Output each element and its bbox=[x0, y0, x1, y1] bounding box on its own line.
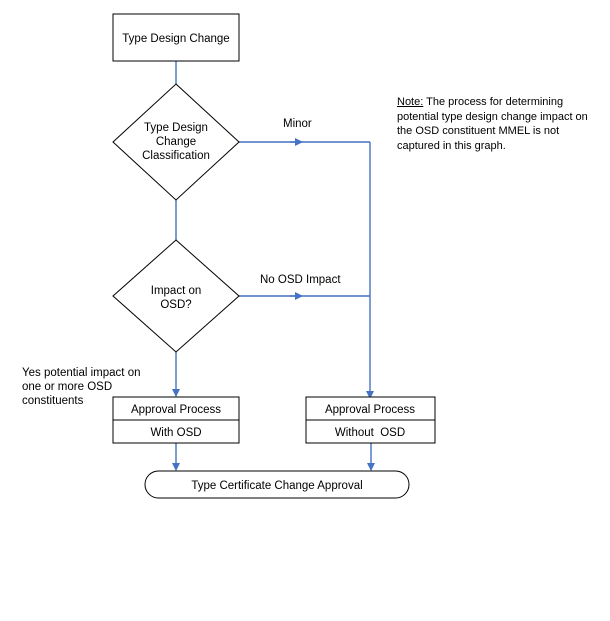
approval-without-osd-title: Approval Process bbox=[325, 404, 415, 416]
edge-label-yes-line-1: Yes potential impact on bbox=[22, 367, 141, 379]
node-classification-decision: Type Design Change Classification bbox=[112, 83, 240, 201]
edge-label-no-osd-impact: No OSD Impact bbox=[260, 274, 341, 286]
node-approval-with-osd: Approval Process With OSD bbox=[112, 396, 240, 444]
classification-label-line-2: Change bbox=[156, 136, 196, 148]
impact-label-line-2: OSD? bbox=[160, 299, 191, 311]
edge-label-minor: Minor bbox=[283, 118, 312, 130]
edge-label-yes-line-2: one or more OSD bbox=[22, 381, 112, 393]
edge-label-yes-line-3: constituents bbox=[22, 395, 84, 407]
note-annotation: Note: The process for determining potent… bbox=[397, 95, 597, 153]
node-impact-osd-decision: Impact on OSD? bbox=[112, 239, 240, 353]
tc-change-approval-label: Type Certificate Change Approval bbox=[191, 480, 362, 492]
note-label: Note: bbox=[397, 96, 424, 108]
node-type-design-change: Type Design Change bbox=[112, 13, 240, 62]
note-text: The process for determining potential ty… bbox=[397, 96, 588, 152]
classification-label-line-3: Classification bbox=[142, 150, 210, 162]
impact-label-line-1: Impact on bbox=[151, 285, 202, 297]
approval-with-osd-title: Approval Process bbox=[131, 404, 221, 416]
approval-with-osd-sub: With OSD bbox=[150, 427, 201, 439]
approval-without-osd-sub: Without OSD bbox=[335, 427, 405, 439]
node-approval-without-osd: Approval Process Without OSD bbox=[305, 396, 436, 444]
node-type-design-change-label: Type Design Change bbox=[122, 33, 229, 45]
node-tc-change-approval: Type Certificate Change Approval bbox=[144, 470, 410, 499]
classification-label-line-1: Type Design bbox=[144, 122, 208, 134]
